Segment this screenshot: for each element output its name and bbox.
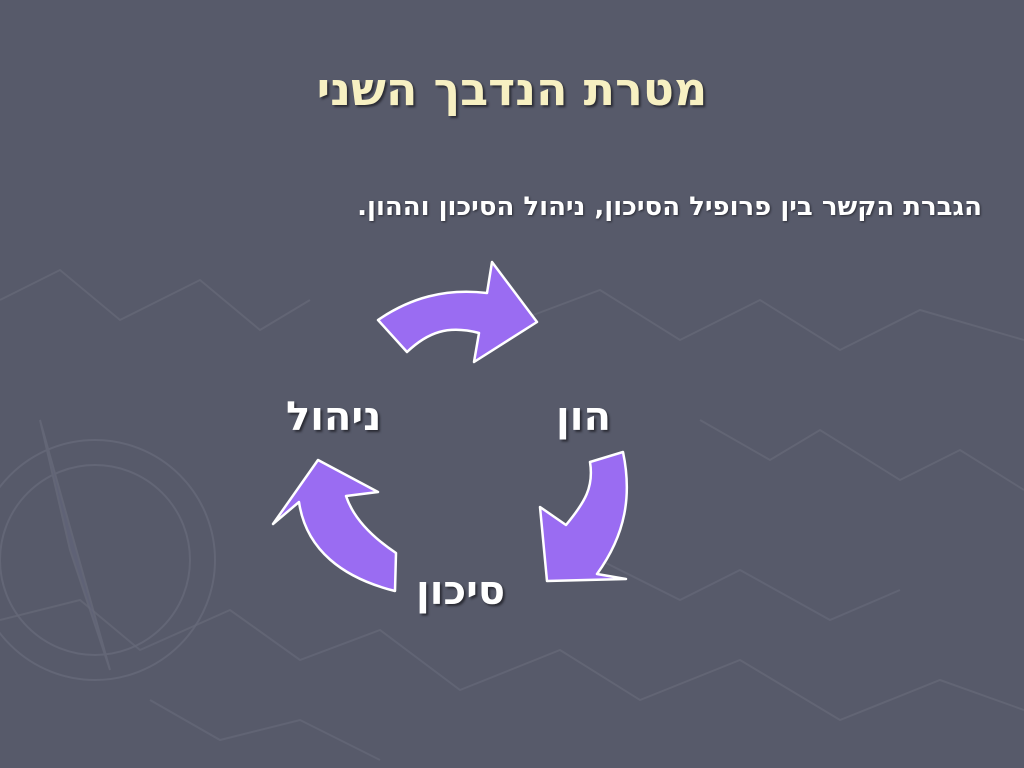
- slide-title: מטרת הנדבך השני: [316, 62, 708, 116]
- slide-subtitle: הגברת הקשר בין פרופיל הסיכון, ניהול הסיכ…: [357, 192, 982, 222]
- cycle-label-risk: סיכון: [416, 568, 506, 614]
- cycle-arrow-right: [538, 450, 629, 583]
- cycle-arrow-top: [376, 260, 539, 364]
- cycle-arrow-left: [271, 458, 398, 593]
- cycle-label-management: ניהול: [286, 394, 382, 440]
- cycle-label-capital: הון: [556, 394, 611, 440]
- compass-watermark: [0, 419, 216, 681]
